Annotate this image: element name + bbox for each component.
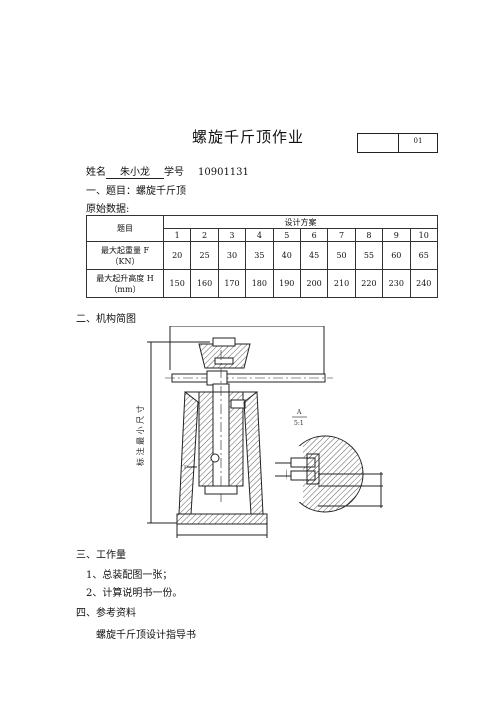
table-row: 题目 设计方案 <box>86 215 438 242</box>
max-lift-cell: 170 <box>217 269 247 298</box>
id-value: 10901131 <box>198 167 249 178</box>
name-value: 朱小龙 <box>106 163 164 179</box>
raw-data-label: 原始数据: <box>86 204 130 215</box>
handle-bar <box>171 373 326 383</box>
section-letter: A <box>296 409 302 416</box>
detail-scale: 5:1 <box>294 420 304 427</box>
student-info-line: 姓名朱小龙学号 10901131 <box>86 163 249 179</box>
max-lift-cell: 230 <box>382 269 411 298</box>
section-references: 四、参考资料 <box>76 608 136 619</box>
max-load-cell: 55 <box>354 241 384 270</box>
design-parameter-table: 题目 设计方案 1 2 3 4 5 6 7 8 9 10 最大起重量 F（KN）… <box>86 215 439 298</box>
plan-number-cell: 3 <box>217 228 247 242</box>
max-load-cell: 65 <box>409 241 439 270</box>
table-row: 最大起升高度 H（mm） 150 160 170 180 190 200 210… <box>86 269 439 298</box>
workload-item: 1、总装配图一张； <box>86 570 173 581</box>
max-lift-cell: 240 <box>409 269 439 298</box>
plan-number-cell: 8 <box>354 228 384 242</box>
row-label-max-load: 最大起重量 F（KN） <box>86 241 164 270</box>
plan-number-cell: 7 <box>327 228 356 242</box>
plan-number-cell: 10 <box>409 228 439 242</box>
max-load-cell: 60 <box>382 241 411 270</box>
max-lift-cell: 150 <box>162 269 192 298</box>
reference-item: 螺旋千斤顶设计指导书 <box>96 630 196 641</box>
max-load-cell: 50 <box>327 241 356 270</box>
max-lift-cell: 200 <box>299 269 329 298</box>
max-lift-cell: 180 <box>245 269 274 298</box>
max-load-cell: 30 <box>217 241 247 270</box>
section-mechanism-sketch: 二、机构简图 <box>76 314 136 325</box>
section-workload: 三、工作量 <box>76 550 126 561</box>
id-label: 学号 <box>164 167 184 178</box>
document-code: 01 <box>413 137 423 145</box>
force-label: F <box>184 465 188 471</box>
name-label: 姓名 <box>86 167 106 178</box>
plan-number-cell: 6 <box>299 228 329 242</box>
max-lift-cell: 190 <box>272 269 301 298</box>
screw-jack-drawing: 标 注 最 小 尺 寸 A 5:1 F <box>135 326 383 538</box>
plan-number-cell: 9 <box>382 228 411 242</box>
plan-number-cell: 2 <box>190 228 219 242</box>
row-label-max-lift: 最大起升高度 H（mm） <box>86 269 164 298</box>
plan-number-cell: 4 <box>245 228 274 242</box>
plan-number-cell: 5 <box>272 228 301 242</box>
max-load-cell: 20 <box>162 241 192 270</box>
max-lift-cell: 160 <box>190 269 219 298</box>
max-lift-cell: 210 <box>327 269 356 298</box>
plan-number-cell: 1 <box>162 228 192 242</box>
max-lift-cell: 220 <box>354 269 384 298</box>
workload-item: 2、计算说明书一份。 <box>86 588 183 599</box>
nut-left <box>198 391 214 487</box>
max-load-cell: 35 <box>245 241 274 270</box>
page-title: 螺旋千斤顶作业 <box>191 128 304 146</box>
base-flange <box>176 513 268 525</box>
plan-header-cell: 设计方案 <box>163 215 438 229</box>
min-dimension-note: 标 注 最 小 尺 寸 <box>135 405 145 466</box>
max-load-cell: 40 <box>272 241 301 270</box>
base-body-left <box>178 391 199 515</box>
table-corner-cell: 题目 <box>86 215 164 242</box>
base-body-right <box>243 391 264 515</box>
topic-line: 一、题目：螺旋千斤顶 <box>86 186 186 197</box>
table-row: 最大起重量 F（KN） 20 25 30 35 40 45 50 55 60 6… <box>86 241 439 270</box>
document-code-box: 01 <box>357 133 438 153</box>
max-load-cell: 25 <box>190 241 219 270</box>
max-load-cell: 45 <box>299 241 329 270</box>
